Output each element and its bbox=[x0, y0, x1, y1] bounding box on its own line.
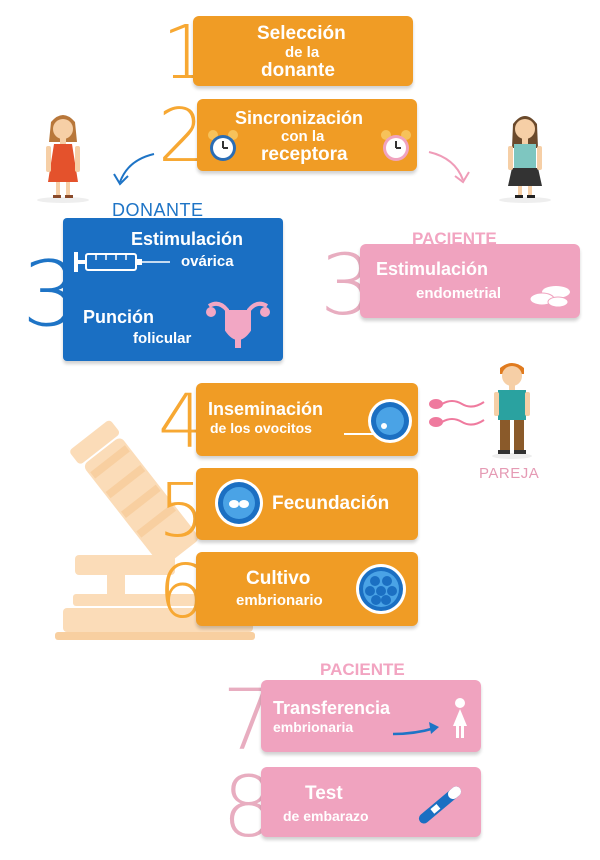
step-2-line3: receptora bbox=[261, 144, 348, 165]
step-3-patient-line1: Estimulación bbox=[376, 259, 489, 279]
step-1-line2: de la bbox=[285, 44, 320, 61]
step-3-donor-a2: ovárica bbox=[181, 253, 234, 270]
arrow-to-patient-icon bbox=[428, 151, 470, 184]
donor-woman-icon bbox=[37, 115, 89, 203]
pregnancy-test-icon bbox=[418, 786, 462, 824]
syringe-icon bbox=[74, 252, 170, 272]
step-4-line2: de los ovocitos bbox=[210, 420, 312, 436]
microscope-icon bbox=[55, 420, 255, 640]
step-3-donor-a1: Estimulación bbox=[131, 229, 244, 249]
sperm-icon bbox=[429, 399, 485, 427]
step-6-line1: Cultivo bbox=[246, 568, 311, 589]
step-7-line2: embrionaria bbox=[273, 719, 354, 735]
fertilized-egg-icon bbox=[215, 479, 263, 527]
step-3-donor-b1: Punción bbox=[83, 307, 154, 327]
paciente-top-label: PACIENTE bbox=[412, 229, 497, 248]
egg-cell-icon bbox=[344, 399, 412, 443]
patient-woman-icon bbox=[499, 116, 551, 203]
step-2-line2: con la bbox=[281, 128, 325, 145]
step-7-box: Transferencia embrionaria bbox=[261, 680, 481, 752]
step-5-line1: Fecundación bbox=[272, 493, 390, 514]
step-8-line1: Test bbox=[305, 783, 343, 804]
arrow-right-icon bbox=[392, 722, 439, 736]
step-6-line2: embrionario bbox=[236, 592, 323, 609]
step-1-box: Selección de la donante bbox=[193, 16, 413, 86]
step-1-line3: donante bbox=[261, 60, 335, 81]
pareja-label: PAREJA bbox=[479, 465, 540, 482]
embryo-icon bbox=[356, 564, 406, 614]
donante-label: DONANTE bbox=[112, 200, 204, 220]
step-3-donor-box: Estimulación ovárica Punción folicular bbox=[63, 218, 283, 361]
step-7-line1: Transferencia bbox=[273, 698, 391, 718]
step-3-donor-b2: folicular bbox=[133, 330, 192, 347]
woman-symbol-icon bbox=[453, 698, 467, 738]
pills-icon bbox=[529, 286, 570, 308]
step-8-line2: de embarazo bbox=[283, 808, 369, 824]
step-4-line1: Inseminación bbox=[208, 399, 324, 419]
arrow-to-donor-icon bbox=[113, 153, 155, 186]
step-3-patient-line2: endometrial bbox=[416, 285, 502, 302]
alarm-clock-icon bbox=[381, 130, 411, 161]
step-2-box: Sincronización con la receptora bbox=[197, 99, 417, 171]
partner-man-icon bbox=[492, 363, 532, 459]
step-1-line1: Selección bbox=[257, 23, 346, 44]
step-2-line1: Sincronización bbox=[235, 108, 364, 128]
step-3-patient-box: Estimulación endometrial bbox=[360, 244, 580, 318]
uterus-icon bbox=[206, 301, 270, 348]
paciente-bottom-label: PACIENTE bbox=[320, 660, 405, 679]
alarm-clock-icon bbox=[208, 130, 238, 161]
step-4-box: Inseminación de los ovocitos bbox=[196, 383, 418, 456]
